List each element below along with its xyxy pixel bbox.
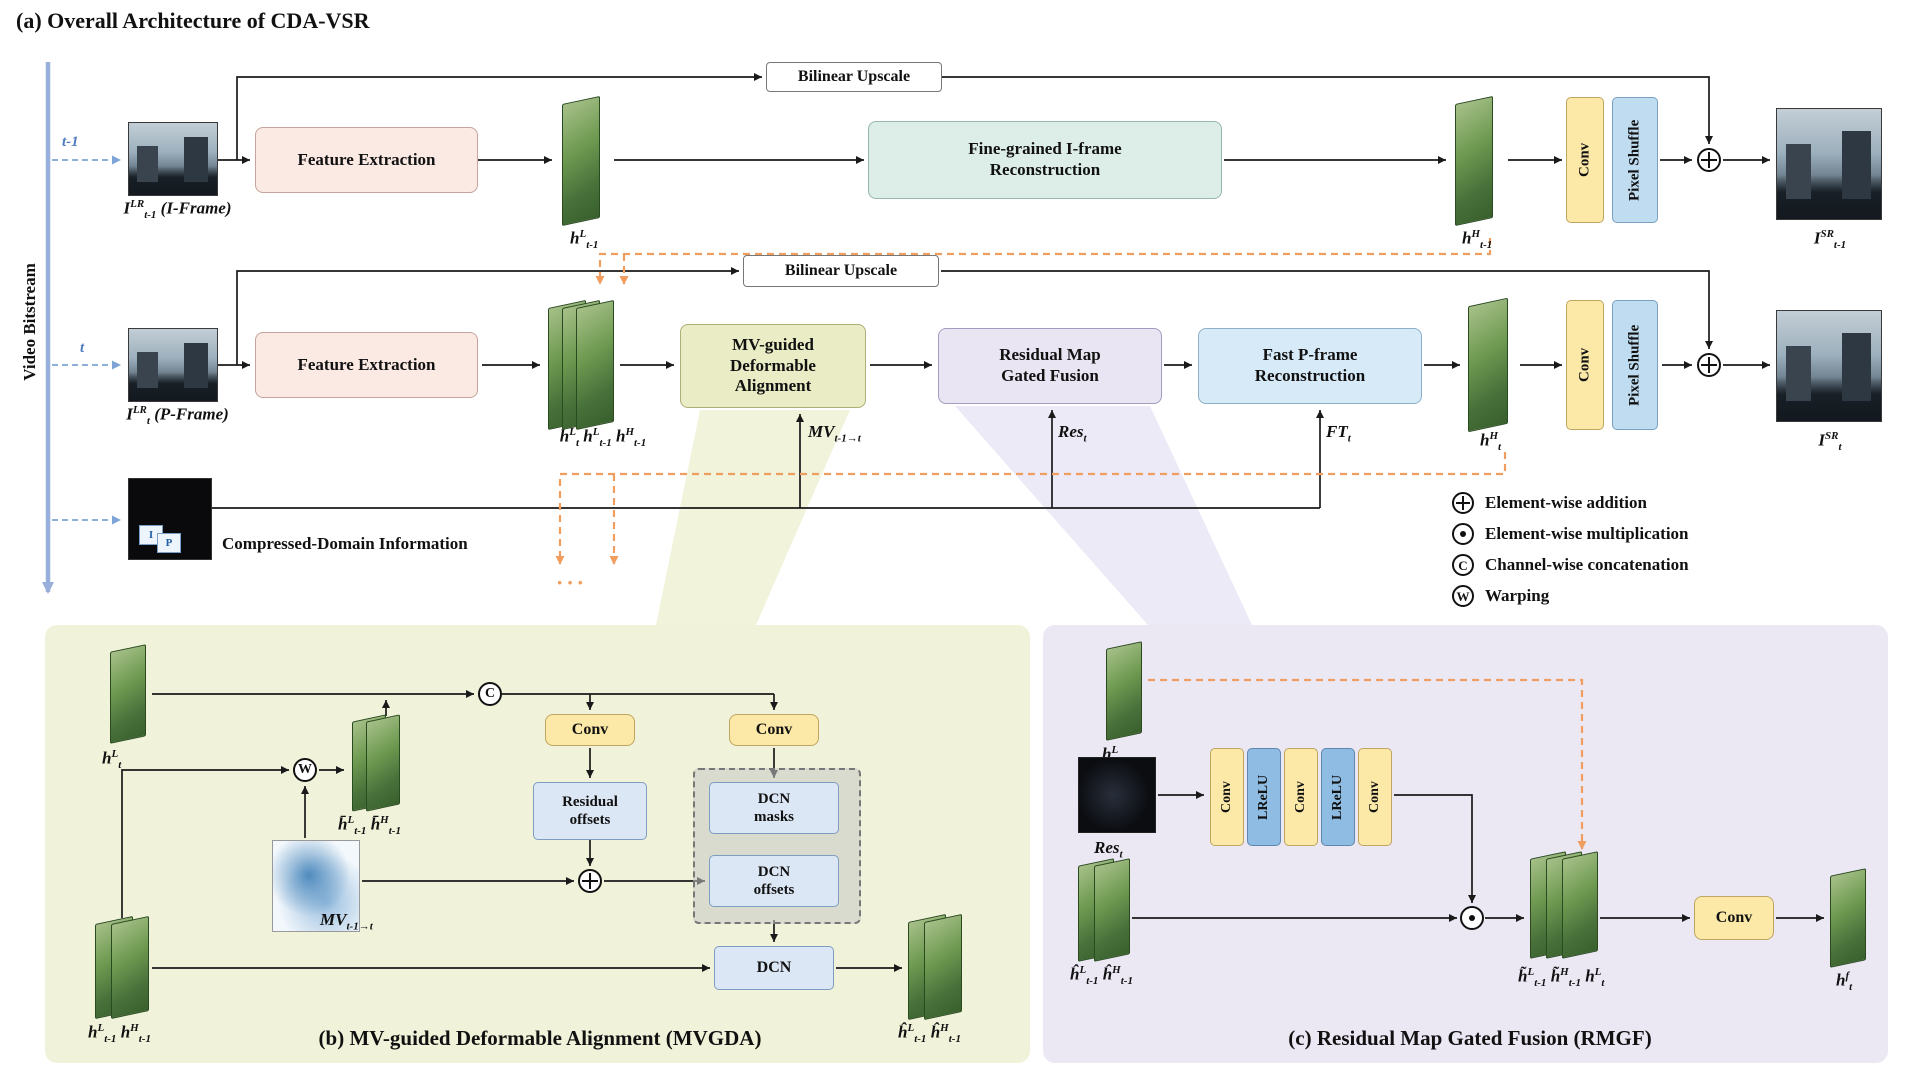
add-node-iframe: [1697, 148, 1721, 172]
rmgf-fused-stack-label: h̃Lt-1 h̃Ht-1 hLt: [1518, 966, 1605, 990]
rmgf-aligned-feature-stack: [1078, 858, 1134, 962]
compressed-domain-image: I P: [128, 478, 212, 560]
feature-extraction-block-iframe: Feature Extraction: [255, 127, 478, 193]
conv-block-iframe: Conv: [1566, 97, 1604, 223]
motion-vector-image: [272, 840, 360, 932]
feature-map: [576, 299, 614, 431]
mvgda-feature-map-h-l-cur: [110, 644, 146, 744]
panel-mvgda-background: [45, 625, 1030, 1063]
feature-map: [366, 714, 400, 812]
dcn-block: DCN: [714, 946, 834, 990]
feature-map-h-h-cur: [1468, 297, 1508, 433]
panel-c-title: (c) Residual Map Gated Fusion (RMGF): [1288, 1026, 1652, 1050]
continuation-dots-icon: ···: [556, 570, 588, 595]
mvgda-warped-feature-stack: [352, 714, 402, 812]
pframe-output-label: ISRt: [1818, 430, 1842, 454]
warp-node: W: [293, 758, 317, 782]
pixel-shuffle-block-pframe: Pixel Shuffle: [1612, 300, 1658, 430]
bilinear-upscale-block-pframe: Bilinear Upscale: [743, 255, 939, 287]
panel-rmgf-background: [1043, 625, 1888, 1063]
iframe-output-label: ISRt-1: [1813, 228, 1847, 252]
mvgda-h-l-cur-label: hLt: [102, 748, 122, 772]
circled-w-icon: W: [1452, 585, 1474, 607]
legend-item-multiplication: Element-wise multiplication: [1452, 523, 1689, 545]
feature-map-h-h-cur-label: hHt: [1480, 430, 1502, 454]
rmgf-output-label: hft: [1836, 970, 1853, 994]
mvgda-input-feature-stack: [95, 915, 151, 1020]
motion-vector-label: MVt-1→t: [320, 910, 373, 933]
feature-map-h-h-prev: [1455, 95, 1493, 227]
feature-map: [1562, 851, 1598, 959]
dcn-masks-block: DCN masks: [709, 782, 839, 834]
legend-item-addition: Element-wise addition: [1452, 492, 1689, 514]
fine-grained-iframe-reconstruction-block: Fine-grained I-frame Reconstruction: [868, 121, 1222, 199]
multiply-node-rmgf: [1460, 906, 1484, 930]
mvgda-conv-block-2: Conv: [729, 714, 819, 746]
circled-dot-icon: [1452, 523, 1474, 545]
rmgf-aligned-stack-label: ĥLt-1 ĥHt-1: [1070, 964, 1133, 988]
feature-map: [1094, 858, 1130, 962]
rmgf-block: Residual Map Gated Fusion: [938, 328, 1162, 404]
residual-map-image: [1078, 757, 1156, 833]
legend: Element-wise addition Element-wise multi…: [1452, 492, 1689, 616]
rmgf-conv-3: Conv: [1358, 748, 1392, 846]
rmgf-feature-map-h-l-cur: [1106, 641, 1142, 741]
rmgf-lrelu-2: LReLU: [1321, 748, 1355, 846]
pframe-input-thumbnail: [128, 328, 218, 402]
residual-map-label: Rest: [1094, 838, 1123, 861]
mvgda-output-feature-stack: [908, 913, 964, 1021]
add-node-mvgda: [578, 869, 602, 893]
feature-map-stack-pframe: [548, 299, 628, 431]
mvgda-warped-stack-label: h̄Lt-1 h̄Ht-1: [338, 814, 401, 838]
feature-map: [111, 915, 149, 1020]
mvgda-input-stack-label: hLt-1 hHt-1: [88, 1022, 151, 1046]
feature-map-stack-pframe-label: hLt hLt-1 hHt-1: [559, 426, 647, 450]
circled-c-icon: C: [1452, 554, 1474, 576]
res-label: Rest: [1058, 422, 1087, 445]
feature-extraction-block-pframe: Feature Extraction: [255, 332, 478, 398]
feature-map-h-l-prev-label: hLt-1: [570, 228, 599, 252]
rmgf-output-feature-map: [1830, 868, 1866, 968]
iframe-output-image: [1776, 108, 1882, 220]
ft-label: FTt: [1326, 422, 1351, 445]
feature-map-h-h-prev-label: hHt-1: [1462, 228, 1493, 252]
residual-offsets-block: Residual offsets: [533, 782, 647, 840]
add-node-pframe: [1697, 353, 1721, 377]
feature-map-h-l-prev: [562, 95, 600, 227]
legend-item-warping: W Warping: [1452, 585, 1689, 607]
bilinear-upscale-block-iframe: Bilinear Upscale: [766, 62, 942, 92]
conv-block-pframe: Conv: [1566, 300, 1604, 430]
beam-highlights: [656, 406, 1252, 625]
pframe-input-label: ILRt (P-Frame): [126, 404, 229, 428]
time-label-t: t: [80, 340, 85, 356]
compressed-domain-label: Compressed-Domain Information: [222, 534, 468, 553]
pframe-tag: P: [157, 533, 181, 553]
circled-plus-icon: [1452, 492, 1474, 514]
rmgf-conv-1: Conv: [1210, 748, 1244, 846]
mvgda-output-stack-label: ĥLt-1 ĥHt-1: [898, 1022, 961, 1046]
pixel-shuffle-block-iframe: Pixel Shuffle: [1612, 97, 1658, 223]
time-label-t-minus-1: t-1: [62, 134, 79, 150]
rmgf-conv-2: Conv: [1284, 748, 1318, 846]
legend-item-concatenation: C Channel-wise concatenation: [1452, 554, 1689, 576]
figure-title-a: (a) Overall Architecture of CDA-VSR: [16, 8, 370, 33]
mvgda-block: MV-guided Deformable Alignment: [680, 324, 866, 408]
mvgda-conv-block-1: Conv: [545, 714, 635, 746]
dcn-offsets-block: DCN offsets: [709, 855, 839, 907]
rmgf-lrelu-1: LReLU: [1247, 748, 1281, 846]
pframe-output-image: [1776, 310, 1882, 422]
iframe-input-thumbnail: [128, 122, 218, 196]
mv-label: MVt-1→t: [808, 422, 861, 445]
feature-map: [924, 913, 962, 1021]
iframe-input-label: ILRt-1 (I-Frame): [123, 198, 232, 222]
panel-b-title: (b) MV-guided Deformable Alignment (MVGD…: [318, 1026, 762, 1050]
fast-pframe-reconstruction-block: Fast P-frame Reconstruction: [1198, 328, 1422, 404]
video-bitstream-label: Video Bitstream: [20, 263, 39, 381]
concat-node: C: [478, 682, 502, 706]
rmgf-output-conv-block: Conv: [1694, 896, 1774, 940]
rmgf-fused-feature-stack: [1530, 851, 1600, 959]
